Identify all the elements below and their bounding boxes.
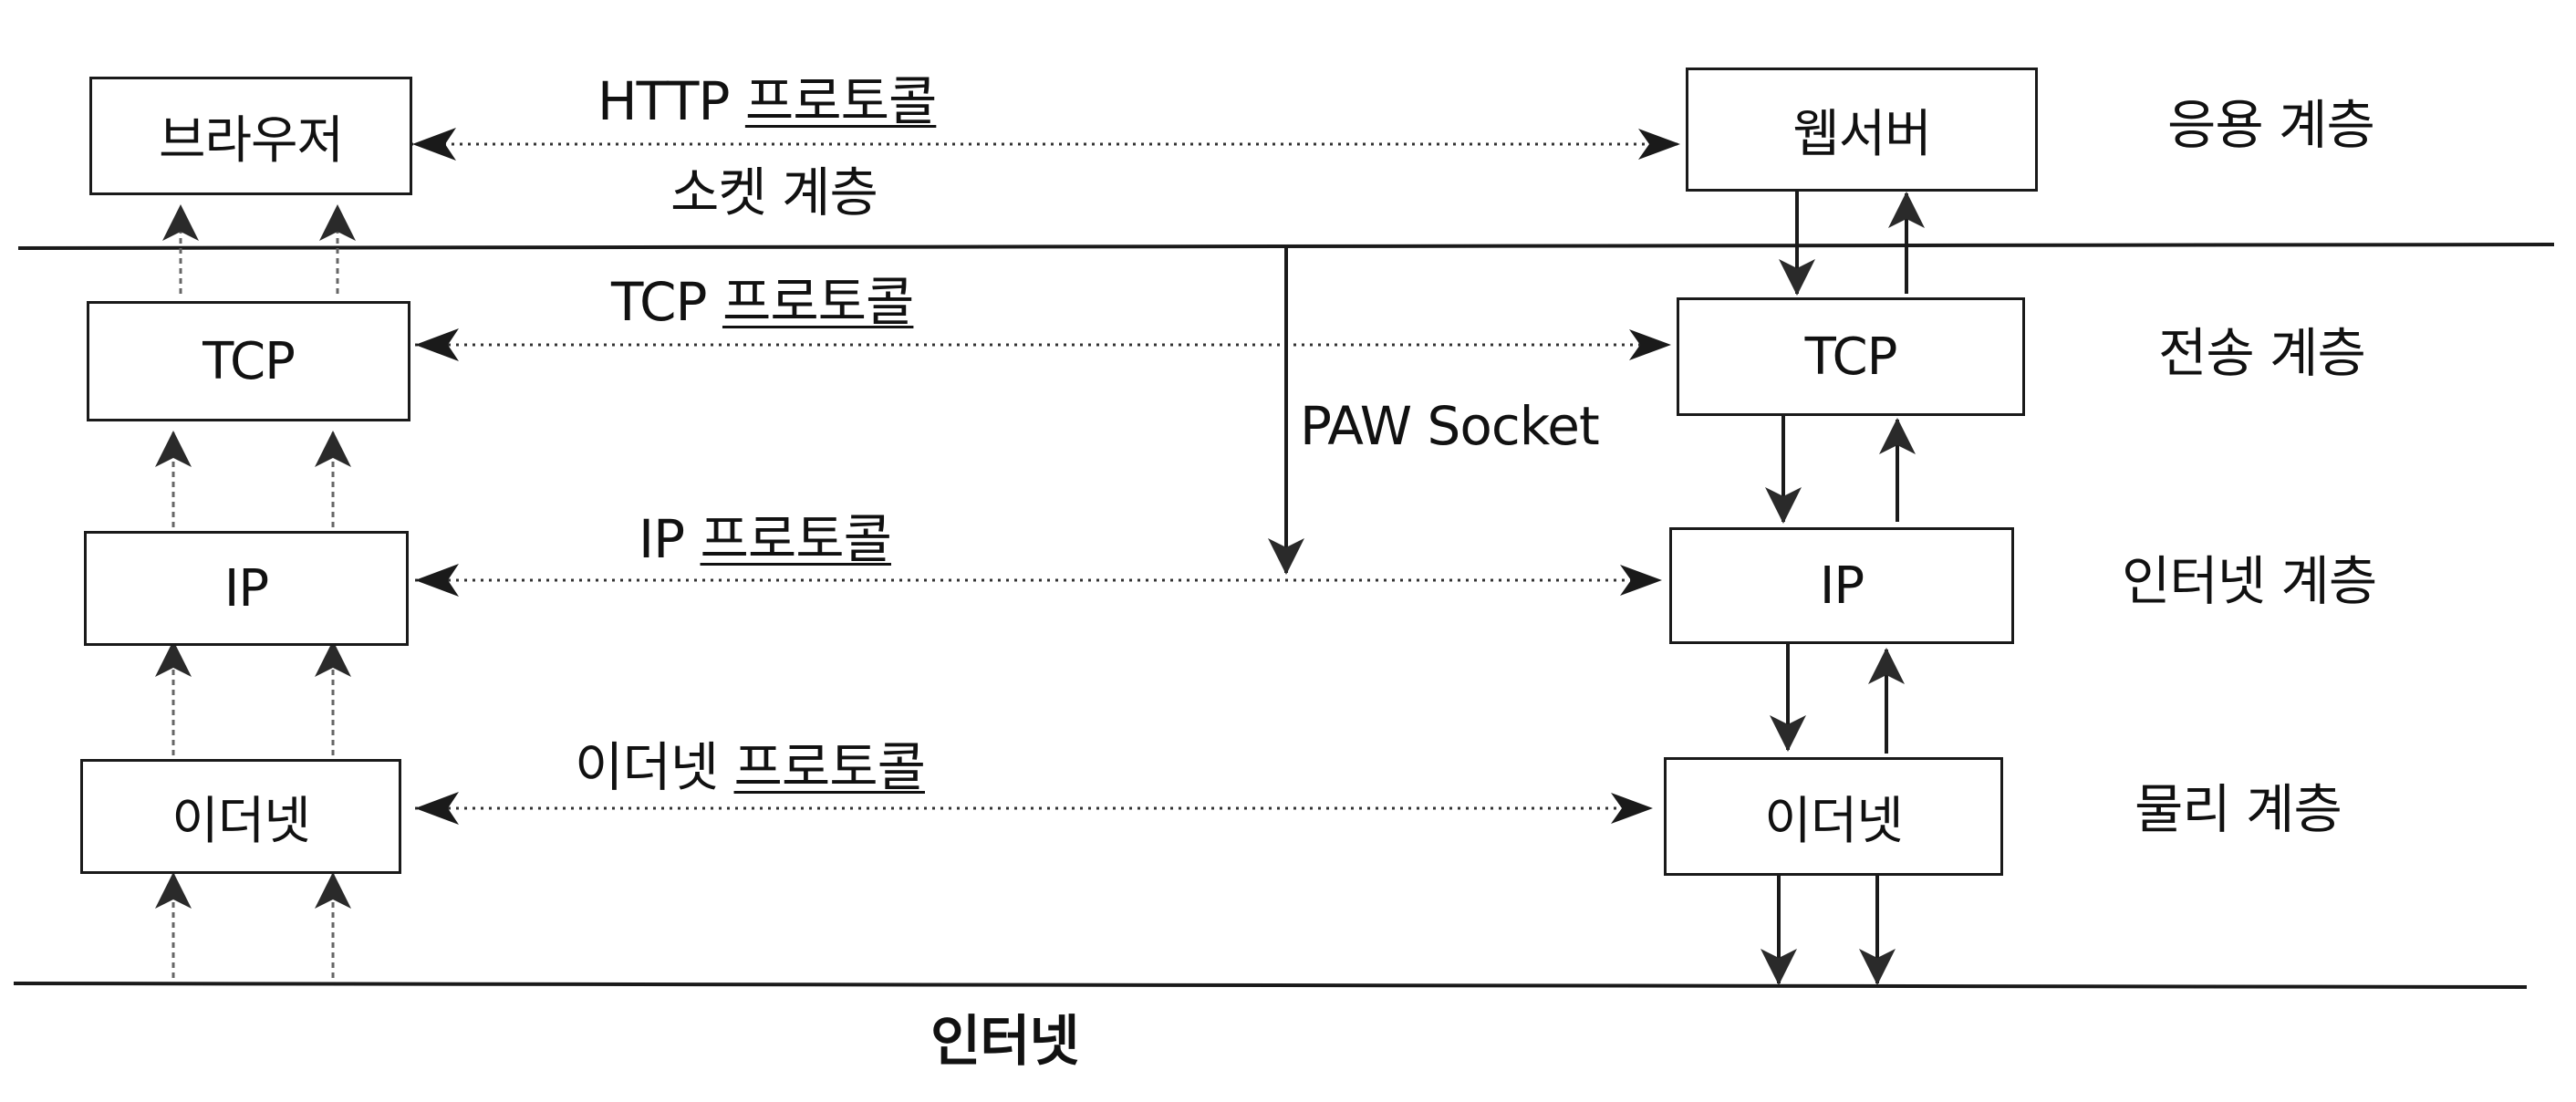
browser-label: 브라우저 [158, 110, 344, 171]
left-stack-arrows [155, 204, 356, 978]
physical-layer-label: 물리 계층 [2135, 778, 2342, 840]
right-ip-label: IP [1819, 556, 1864, 616]
tcp-arrow-left-head [415, 328, 459, 361]
left-tcp-label: TCP [203, 331, 296, 391]
ip-arrow-left-head [415, 564, 459, 597]
left-ethernet-label: 이더넷 [171, 791, 311, 851]
left-ip-box: IP [84, 531, 409, 646]
internet-baseline [13, 982, 2528, 989]
right-stack-arrows [1761, 192, 1925, 985]
right-ethernet-label: 이더넷 [1764, 791, 1904, 851]
right-ethernet-box: 이더넷 [1664, 757, 2003, 876]
webserver-box: 웹서버 [1686, 68, 2038, 192]
http-arrow-left-head [412, 128, 456, 161]
internet-layer-label: 인터넷 계층 [2122, 550, 2377, 612]
tcp-protocol-label: TCP 프로토콜 [611, 271, 914, 333]
right-tcp-label: TCP [1804, 327, 1898, 387]
ethernet-arrow-left-head [415, 792, 459, 825]
left-tcp-box: TCP [87, 301, 410, 421]
webserver-label: 웹서버 [1792, 104, 1932, 164]
http-protocol-label: HTTP 프로토콜 [597, 70, 937, 132]
socket-layer-label: 소켓 계층 [670, 161, 878, 224]
right-tcp-box: TCP [1677, 297, 2025, 416]
browser-box: 브라우저 [89, 77, 412, 195]
ip-protocol-label: IP 프로토콜 [639, 508, 892, 570]
internet-label: 인터넷 [930, 1010, 1080, 1074]
transport-layer-label: 전송 계층 [2158, 322, 2366, 384]
application-layer-label: 응용 계층 [2167, 94, 2375, 156]
right-ip-box: IP [1669, 527, 2014, 644]
left-ip-label: IP [223, 558, 269, 619]
raw-socket-label: PAW Socket [1300, 395, 1600, 457]
ethernet-protocol-label: 이더넷 프로토콜 [575, 736, 926, 798]
left-ethernet-box: 이더넷 [80, 759, 401, 874]
